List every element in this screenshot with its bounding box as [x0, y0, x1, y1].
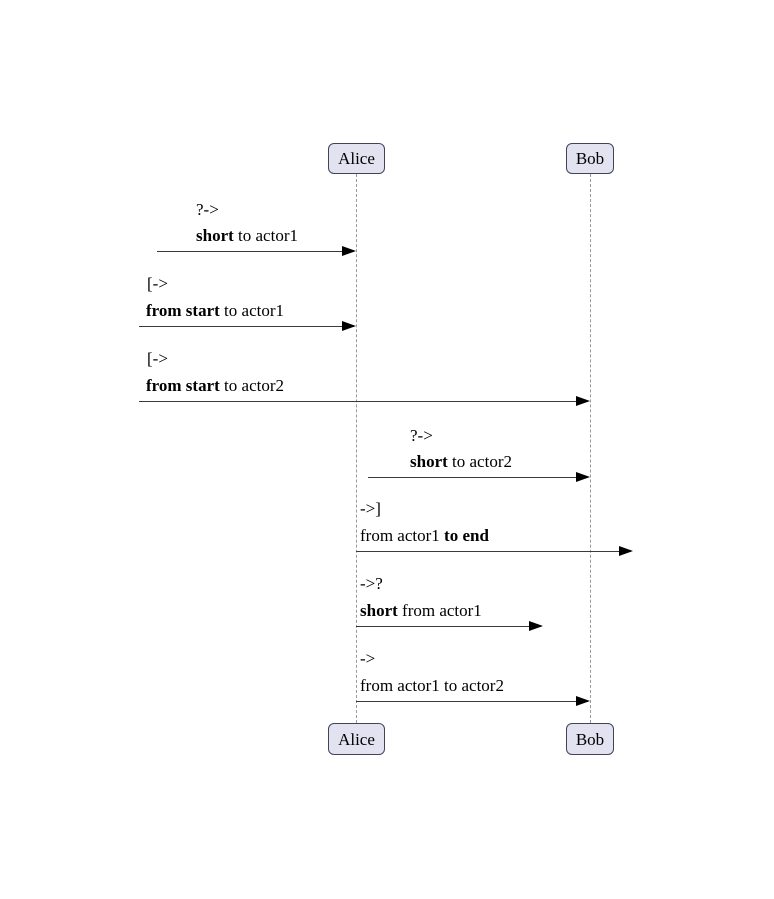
message-7-arrow-line	[356, 701, 588, 702]
message-1-arrowhead-icon	[342, 246, 356, 256]
message-6-arrow-line	[356, 626, 541, 627]
message-7-prefix: ->	[360, 649, 376, 668]
message-3-arrow-line	[139, 401, 588, 402]
message-2-prefix: [->	[147, 274, 168, 293]
actor-box-alice-bottom: Alice	[328, 723, 385, 755]
message-1-arrow-line	[157, 251, 354, 252]
message-2-label: from start to actor1	[146, 301, 284, 320]
message-3-label: from start to actor2	[146, 376, 284, 395]
actor-label-bob: Bob	[575, 729, 605, 749]
message-5-arrow-line	[356, 551, 631, 552]
message-1-label: short to actor1	[196, 226, 298, 245]
message-4-arrow-line	[368, 477, 588, 478]
actor-label-bob: Bob	[575, 149, 605, 168]
message-5-label: from actor1 to end	[360, 526, 489, 545]
message-3-arrowhead-icon	[576, 396, 590, 406]
message-3-prefix: [->	[147, 349, 168, 368]
message-5-prefix: ->]	[360, 499, 381, 518]
actor-box-bob-top: Bob	[566, 143, 614, 174]
actor-label-alice: Alice	[338, 149, 375, 168]
lifeline-bob	[590, 174, 591, 723]
actor-box-alice-top: Alice	[328, 143, 385, 174]
message-1-prefix: ?->	[196, 200, 219, 219]
message-6-label: short from actor1	[360, 601, 482, 620]
message-7-arrowhead-icon	[576, 696, 590, 706]
actor-label-alice: Alice	[338, 729, 375, 749]
message-4-label: short to actor2	[410, 452, 512, 471]
actor-box-bob-bottom: Bob	[566, 723, 614, 755]
message-6-arrowhead-icon	[529, 621, 543, 631]
message-2-arrow-line	[139, 326, 354, 327]
message-6-prefix: ->?	[360, 574, 383, 593]
message-7-label: from actor1 to actor2	[360, 676, 504, 695]
message-4-prefix: ?->	[410, 426, 433, 445]
lifeline-alice	[356, 174, 357, 723]
message-4-arrowhead-icon	[576, 472, 590, 482]
message-5-arrowhead-icon	[619, 546, 633, 556]
message-2-arrowhead-icon	[342, 321, 356, 331]
